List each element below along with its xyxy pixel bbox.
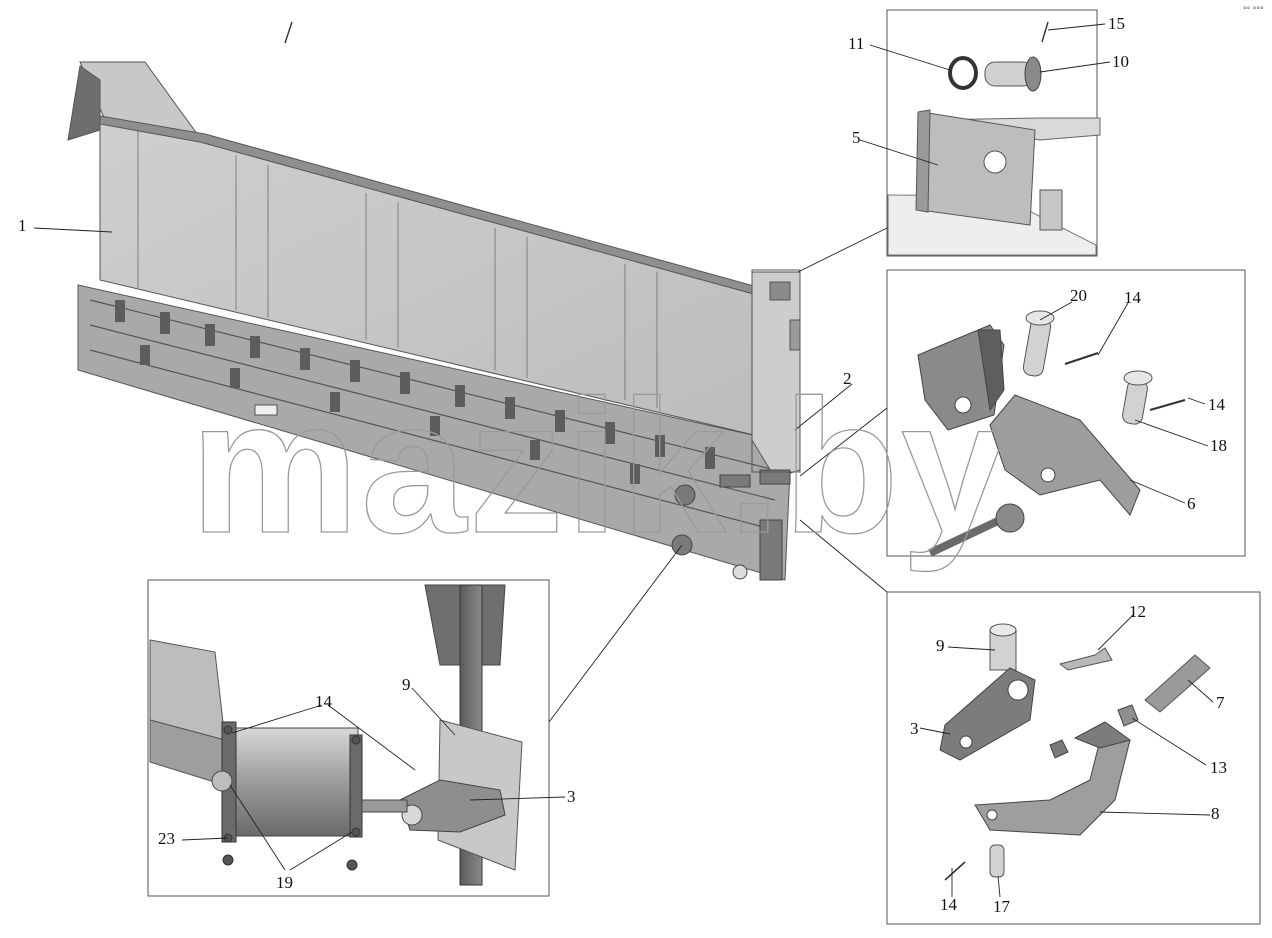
callout-19: 19 xyxy=(276,873,293,892)
callout-10: 10 xyxy=(1112,52,1129,71)
detail-connector-lines xyxy=(548,227,888,723)
watermark-text: mazik.by xyxy=(190,361,1009,573)
callout-14-b: 14 xyxy=(1208,395,1226,414)
callout-9-lever: 9 xyxy=(936,636,945,655)
callout-3-latch: 3 xyxy=(567,787,576,806)
callout-1: 1 xyxy=(18,216,27,235)
callout-9-shaft: 9 xyxy=(402,675,411,694)
callout-20: 20 xyxy=(1070,286,1087,305)
callout-18: 18 xyxy=(1210,436,1227,455)
callout-12: 12 xyxy=(1129,602,1146,621)
detail-hook-latch xyxy=(886,269,1246,557)
callout-14-c: 14 xyxy=(940,895,958,914)
dump-body-illustration xyxy=(67,61,801,581)
callout-2: 2 xyxy=(843,369,852,388)
callout-14-a: 14 xyxy=(1124,288,1142,307)
callout-6: 6 xyxy=(1187,494,1196,513)
callout-14-d: 14 xyxy=(315,692,333,711)
callout-5: 5 xyxy=(852,128,861,147)
callout-labels: 1 2 3 3 5 6 7 8 9 9 10 11 12 13 14 14 14… xyxy=(18,14,1227,916)
callout-17: 17 xyxy=(993,897,1011,916)
detail-pin-bracket xyxy=(284,9,1101,257)
callout-7: 7 xyxy=(1216,693,1225,712)
callout-3-lever: 3 xyxy=(910,719,919,738)
corner-mark: °° °°° xyxy=(1243,5,1264,15)
callout-15: 15 xyxy=(1108,14,1125,33)
callout-13: 13 xyxy=(1210,758,1227,777)
callout-23: 23 xyxy=(158,829,175,848)
watermark: mazik.by xyxy=(189,360,1009,573)
callout-8: 8 xyxy=(1211,804,1220,823)
detail-cylinder-mount xyxy=(147,579,550,897)
callout-11: 11 xyxy=(848,34,864,53)
